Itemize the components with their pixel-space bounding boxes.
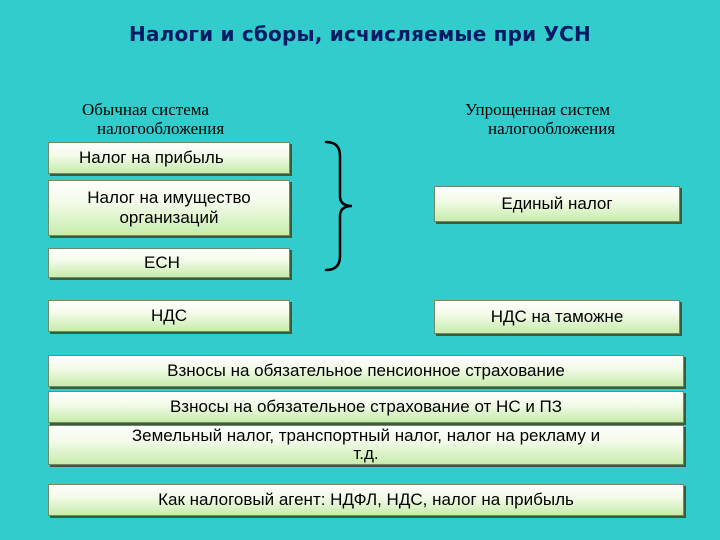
property-tax-box: Налог на имущество организаций — [48, 180, 290, 236]
customs-vat-label: НДС на таможне — [490, 307, 624, 326]
pension-contributions-box: Взносы на обязательное пенсионное страхо… — [48, 355, 684, 387]
profit-tax-box: Налог на прибыль — [48, 142, 290, 174]
pension-contributions-label: Взносы на обязательное пенсионное страхо… — [167, 361, 565, 380]
left-column-header: Обычная система налогообложения — [82, 100, 224, 138]
vat-label: НДС — [150, 306, 188, 325]
right-column-header: Упрощенная систем налогообложения — [465, 100, 615, 138]
right-header-line-1: Упрощенная систем — [465, 100, 611, 119]
land-tax-label-line-1: Земельный налог, транспортный налог, нал… — [131, 426, 601, 445]
slide-title: Налоги и сборы, исчисляемые при УСН — [129, 22, 591, 46]
accident-insurance-box: Взносы на обязательное страхование от НС… — [48, 391, 684, 423]
vat-box: НДС — [48, 300, 290, 332]
land-tax-label-line-2: т.д. — [353, 444, 379, 463]
esn-label: ЕСН — [144, 253, 180, 272]
left-header-line-2: налогообложения — [97, 119, 225, 138]
customs-vat-box: НДС на таможне — [434, 300, 680, 334]
land-transport-tax-box: Земельный налог, транспортный налог, нал… — [48, 425, 684, 465]
property-tax-label-line-2: организаций — [119, 208, 219, 227]
property-tax-label-line-1: Налог на имущество — [87, 188, 251, 207]
profit-tax-label: Налог на прибыль — [79, 148, 224, 167]
single-tax-label: Единый налог — [501, 194, 613, 213]
left-header-line-1: Обычная система — [82, 100, 209, 119]
accident-insurance-label: Взносы на обязательное страхование от НС… — [169, 397, 563, 416]
right-brace-icon — [324, 140, 353, 272]
tax-agent-box: Как налоговый агент: НДФЛ, НДС, налог на… — [48, 484, 684, 516]
esn-box: ЕСН — [48, 248, 290, 278]
single-tax-box: Единый налог — [434, 186, 680, 222]
right-header-line-2: налогообложения — [488, 119, 616, 138]
tax-agent-label: Как налоговый агент: НДФЛ, НДС, налог на… — [158, 490, 574, 509]
